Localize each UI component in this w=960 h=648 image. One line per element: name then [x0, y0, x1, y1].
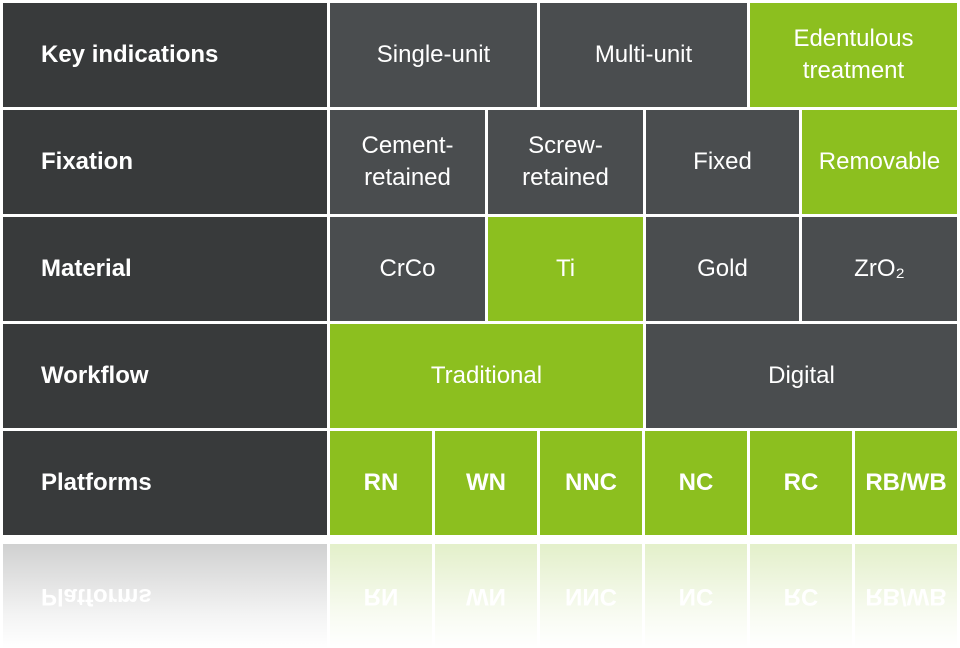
option-fixed[interactable]: Fixed: [646, 110, 799, 214]
option-zro2[interactable]: ZrO₂: [802, 217, 957, 321]
option-digital[interactable]: Digital: [646, 324, 957, 428]
row-label-material: Material: [3, 217, 327, 321]
option-ti[interactable]: Ti: [488, 217, 643, 321]
reflection-rc: RC: [750, 544, 852, 648]
reflection-label: Platforms: [3, 544, 327, 648]
reflection-rn: RN: [330, 544, 432, 648]
platforms-row-reflection: Platforms RN WN NNC NC RC RB/WB: [0, 538, 960, 648]
option-crco[interactable]: CrCo: [330, 217, 485, 321]
row-label-platforms: Platforms: [3, 431, 327, 535]
option-platform-rb-wb[interactable]: RB/WB: [855, 431, 957, 535]
option-screw-retained[interactable]: Screw-retained: [488, 110, 643, 214]
option-cement-retained[interactable]: Cement-retained: [330, 110, 485, 214]
reflection-fade: [0, 538, 960, 648]
option-single-unit[interactable]: Single-unit: [330, 3, 537, 107]
option-platform-rn[interactable]: RN: [330, 431, 432, 535]
reflection-rb-wb: RB/WB: [855, 544, 957, 648]
row-label-fixation: Fixation: [3, 110, 327, 214]
option-gold[interactable]: Gold: [646, 217, 799, 321]
reflection-wn: WN: [435, 544, 537, 648]
option-platform-rc[interactable]: RC: [750, 431, 852, 535]
reflection-nnc: NNC: [540, 544, 642, 648]
option-edentulous-treatment[interactable]: Edentulous treatment: [750, 3, 957, 107]
row-label-key-indications: Key indications: [3, 3, 327, 107]
option-multi-unit[interactable]: Multi-unit: [540, 3, 747, 107]
option-removable[interactable]: Removable: [802, 110, 957, 214]
option-traditional[interactable]: Traditional: [330, 324, 643, 428]
option-platform-nnc[interactable]: NNC: [540, 431, 642, 535]
reflection-nc: NC: [645, 544, 747, 648]
option-platform-wn[interactable]: WN: [435, 431, 537, 535]
row-label-workflow: Workflow: [3, 324, 327, 428]
option-platform-nc[interactable]: NC: [645, 431, 747, 535]
